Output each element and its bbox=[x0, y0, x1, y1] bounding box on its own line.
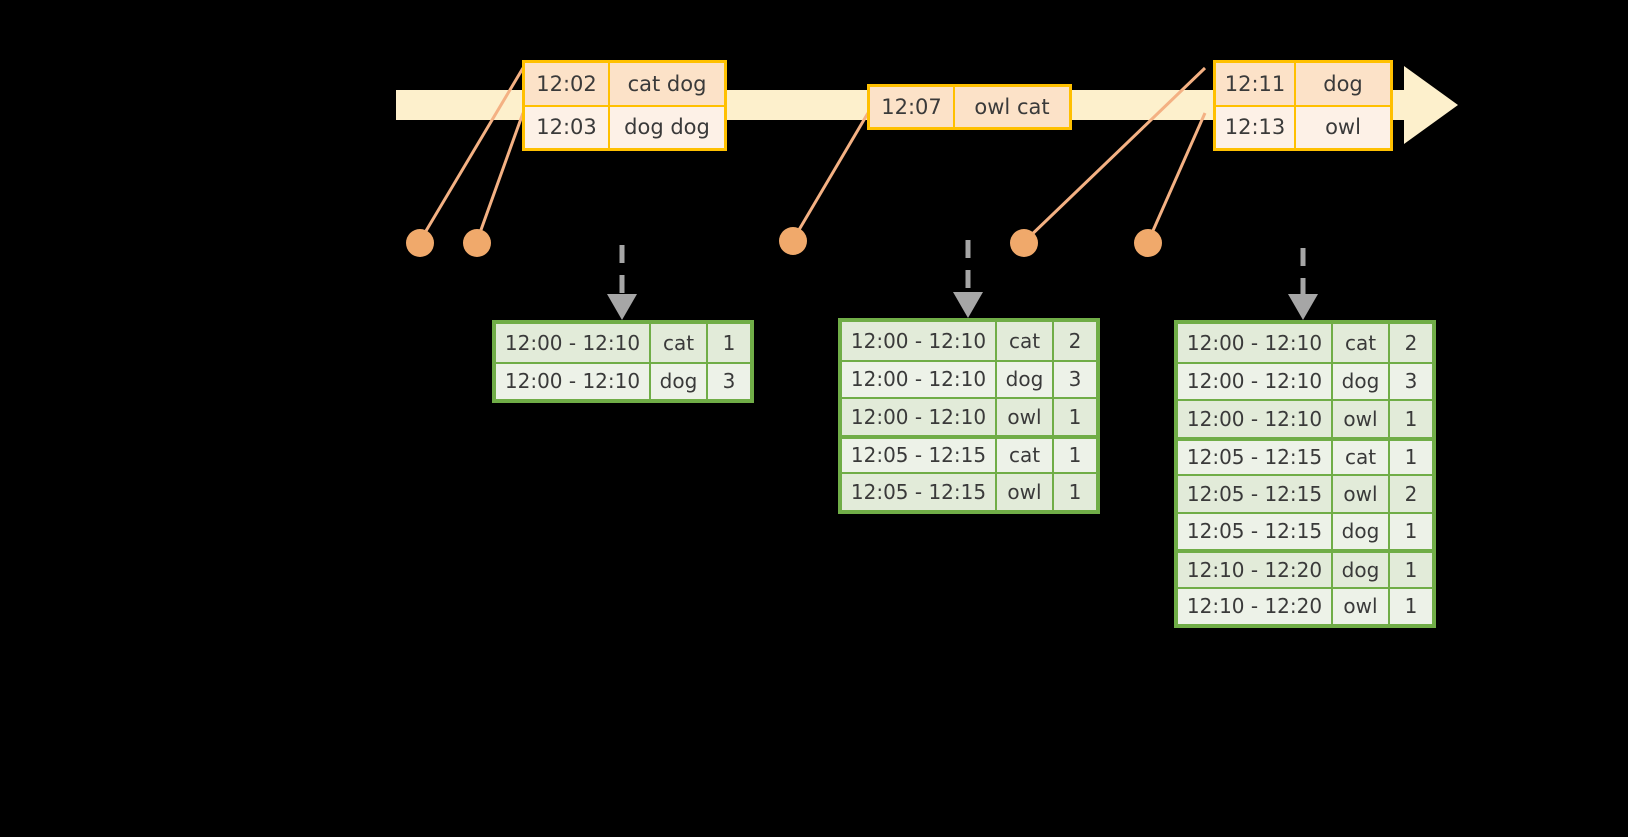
cell-count: 1 bbox=[1404, 557, 1418, 582]
cell-count: 1 bbox=[1068, 404, 1082, 429]
cell-window: 12:00 - 12:10 bbox=[842, 322, 997, 360]
cell-count: 1 bbox=[1404, 445, 1418, 470]
event-row[interactable]: 12:13 owl bbox=[1216, 104, 1390, 148]
dot-1 bbox=[406, 229, 434, 257]
cell-word: dog bbox=[1333, 513, 1390, 549]
cell-count: 1 bbox=[722, 330, 736, 355]
dashed-arrows bbox=[619, 240, 1306, 300]
cell-window: 12:00 - 12:10 bbox=[1178, 324, 1333, 362]
event-value: owl bbox=[1325, 115, 1361, 140]
cell-word: owl bbox=[1333, 476, 1390, 512]
dot-3 bbox=[779, 227, 807, 255]
cell-window: 12:00 - 12:10 bbox=[496, 324, 651, 362]
cell-window: 12:05 - 12:15 bbox=[1178, 440, 1333, 474]
cell-word: cat bbox=[997, 438, 1054, 472]
connector-1 bbox=[418, 67, 525, 242]
cell-word: owl bbox=[1333, 588, 1390, 624]
event-row[interactable]: 12:02 cat dog bbox=[525, 63, 724, 105]
cell-word: dog bbox=[651, 363, 708, 399]
cell-word: owl bbox=[997, 399, 1054, 435]
cell-window: 12:00 - 12:10 bbox=[1178, 363, 1333, 399]
event-group-1[interactable]: 12:02 cat dog 12:03 dog dog bbox=[522, 60, 727, 151]
event-row[interactable]: 12:07 owl cat bbox=[870, 87, 1069, 127]
event-time: 12:13 bbox=[1216, 106, 1296, 148]
cell-window: 12:00 - 12:10 bbox=[1178, 401, 1333, 437]
cell-count: 3 bbox=[1404, 369, 1418, 394]
cell-window: 12:05 - 12:15 bbox=[1178, 513, 1333, 549]
cell-word: dog bbox=[1333, 363, 1390, 399]
cell-window: 12:05 - 12:15 bbox=[842, 474, 997, 510]
dot-5 bbox=[1134, 229, 1162, 257]
cell-count: 2 bbox=[1068, 328, 1082, 353]
cell-window: 12:05 - 12:15 bbox=[1178, 476, 1333, 512]
cell-count: 3 bbox=[1068, 367, 1082, 392]
dashed-arrow-1-head bbox=[607, 294, 637, 320]
event-time: 12:07 bbox=[870, 87, 955, 127]
cell-count: 1 bbox=[1404, 406, 1418, 431]
cell-word: owl bbox=[997, 474, 1054, 510]
cell-window: 12:05 - 12:15 bbox=[842, 438, 997, 472]
dashed-arrow-heads bbox=[607, 292, 1318, 320]
event-time: 12:03 bbox=[525, 106, 610, 148]
event-time: 12:02 bbox=[525, 63, 610, 105]
cell-count: 2 bbox=[1404, 481, 1418, 506]
event-value: cat dog bbox=[627, 71, 707, 96]
cell-word: cat bbox=[1333, 440, 1390, 474]
cell-word: dog bbox=[1333, 553, 1390, 587]
cell-count: 1 bbox=[1068, 479, 1082, 504]
dashed-arrow-3-head bbox=[1288, 294, 1318, 320]
cell-window: 12:00 - 12:10 bbox=[496, 363, 651, 399]
cell-window: 12:10 - 12:20 bbox=[1178, 588, 1333, 624]
event-row[interactable]: 12:03 dog dog bbox=[525, 104, 724, 148]
dot-2 bbox=[463, 229, 491, 257]
event-dots bbox=[406, 227, 1162, 257]
dashed-arrow-2-head bbox=[953, 292, 983, 318]
cell-count: 1 bbox=[1404, 519, 1418, 544]
connector-3 bbox=[791, 112, 870, 241]
cell-window: 12:00 - 12:10 bbox=[842, 399, 997, 435]
cell-word: dog bbox=[997, 361, 1054, 397]
event-time: 12:11 bbox=[1216, 63, 1296, 105]
event-value: owl cat bbox=[974, 95, 1050, 119]
cell-count: 1 bbox=[1404, 594, 1418, 619]
event-row[interactable]: 12:11 dog bbox=[1216, 63, 1390, 105]
cell-word: cat bbox=[1333, 324, 1390, 362]
event-group-3[interactable]: 12:11 dog 12:13 owl bbox=[1213, 60, 1393, 151]
cell-count: 1 bbox=[1068, 443, 1082, 468]
cell-window: 12:10 - 12:20 bbox=[1178, 553, 1333, 587]
connector-5 bbox=[1146, 112, 1207, 243]
cell-word: cat bbox=[997, 322, 1054, 360]
event-value: dog bbox=[1323, 71, 1363, 96]
event-group-2[interactable]: 12:07 owl cat bbox=[867, 84, 1072, 130]
connector-2 bbox=[475, 112, 525, 242]
cell-window: 12:00 - 12:10 bbox=[842, 361, 997, 397]
cell-count: 2 bbox=[1404, 330, 1418, 355]
cell-word: owl bbox=[1333, 401, 1390, 437]
event-value: dog dog bbox=[624, 115, 710, 140]
dot-4 bbox=[1010, 229, 1038, 257]
cell-word: cat bbox=[651, 324, 708, 362]
cell-count: 3 bbox=[722, 369, 736, 394]
